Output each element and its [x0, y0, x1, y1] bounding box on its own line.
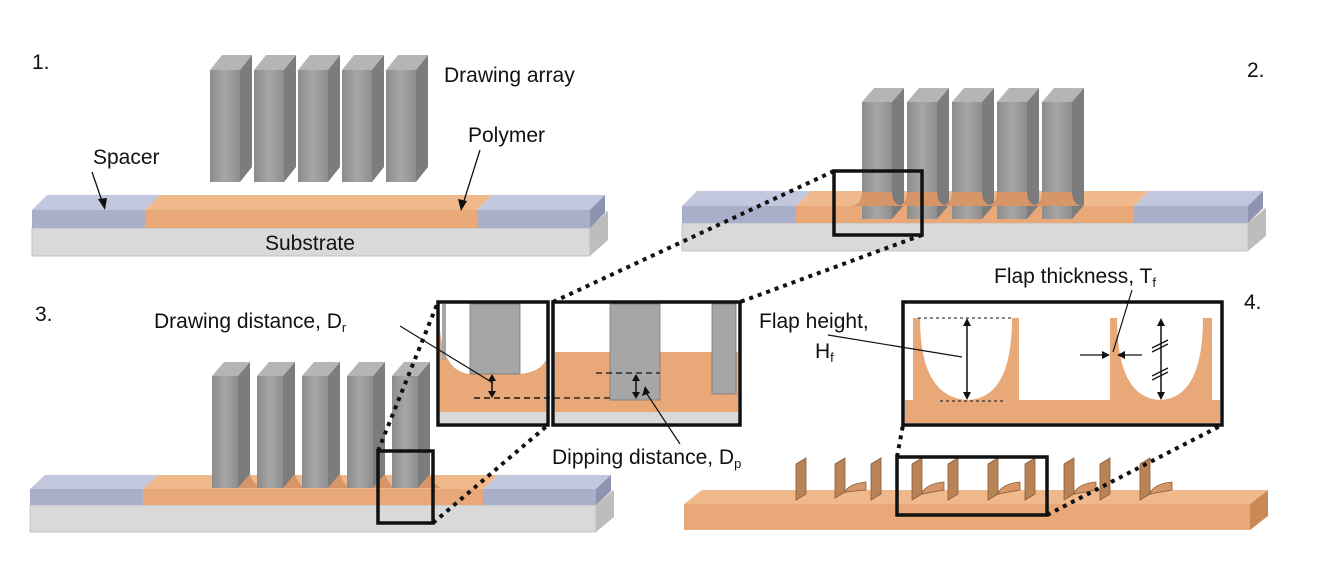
- panel-2: [681, 88, 1266, 252]
- step-2-label: 2.: [1247, 59, 1265, 82]
- polymer-3: [143, 489, 483, 505]
- spacer-right-1: [477, 210, 590, 228]
- spacer-left-1: [32, 210, 145, 228]
- spacer-label: Spacer: [93, 146, 160, 169]
- drawing-array-3: [212, 362, 442, 488]
- step-4-label: 4.: [1244, 291, 1262, 314]
- flap-height-label-line2: Hf: [815, 340, 834, 365]
- dipping-distance-label: Dipping distance, Dp: [552, 446, 741, 471]
- drawing-distance-leader: [399, 325, 494, 384]
- dipping-distance-leader: [644, 390, 681, 445]
- substrate-3: [29, 504, 597, 533]
- substrate-label: Substrate: [265, 232, 355, 255]
- panel-1: [30, 55, 610, 257]
- polymer-arrow: [462, 149, 481, 205]
- polymer-base-4: [684, 504, 1250, 530]
- substrate-2: [681, 222, 1249, 252]
- step-3-label: 3.: [35, 303, 53, 326]
- inset-flap: [901, 300, 1224, 427]
- drawing-array-2: [852, 88, 1084, 219]
- zoom-line-4a: [895, 424, 905, 458]
- flap-height-leader: [827, 334, 963, 358]
- polymer-1: [145, 210, 477, 228]
- zoom-line-2a: [552, 169, 835, 304]
- zoom-line-4b: [1046, 423, 1223, 517]
- drawing-array-label: Drawing array: [444, 64, 575, 87]
- drawing-array-1: [210, 55, 428, 182]
- zoom-box-3: [376, 449, 435, 525]
- step-1-label: 1.: [32, 51, 50, 74]
- inset-dipping-distance: [474, 300, 742, 427]
- panel-4: [684, 455, 1268, 530]
- zoom-box-4: [895, 455, 1049, 517]
- panel-3: [29, 362, 614, 533]
- flap-thickness-leader: [1112, 289, 1133, 353]
- substrate-1: [31, 227, 591, 257]
- zoom-line-3b: [431, 423, 550, 525]
- inset-drawing-distance: [436, 300, 550, 427]
- flaps-row-4: [795, 457, 1173, 501]
- flap-height-label-line1: Flap height,: [759, 310, 869, 333]
- zoom-box-2: [832, 169, 924, 237]
- polymer-label: Polymer: [468, 124, 545, 147]
- drawing-distance-label: Drawing distance, Dr: [154, 310, 347, 335]
- flap-thickness-label: Flap thickness, Tf: [994, 265, 1156, 290]
